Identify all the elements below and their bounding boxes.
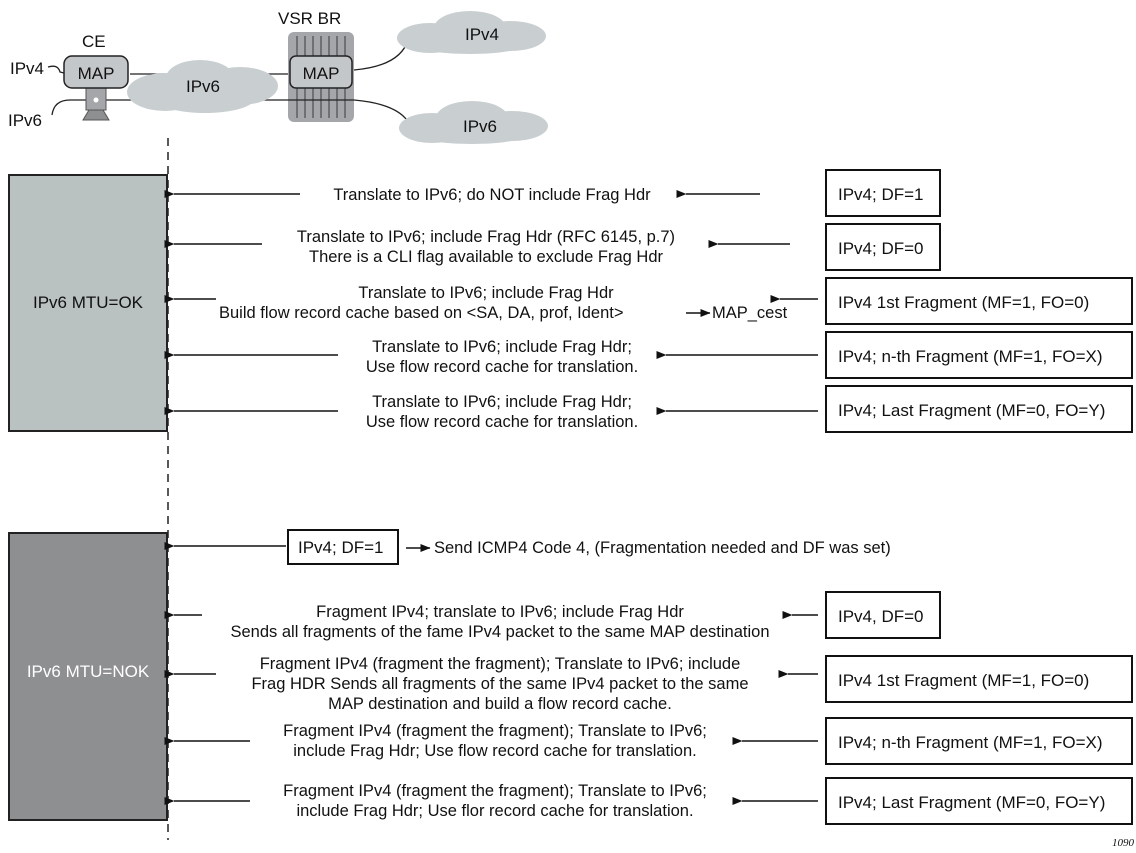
ok-row-first-fragment-message-line1: Translate to IPv6; include Frag Hdr bbox=[358, 284, 614, 302]
nok-row-df1: IPv4; DF=1 Send ICMP4 Code 4, (Fragmenta… bbox=[164, 529, 891, 565]
ok-row-df0-message-line2: There is a CLI flag available to exclude… bbox=[309, 248, 664, 266]
ok-row-nth-fragment-message-line2: Use flow record cache for translation. bbox=[366, 358, 638, 376]
ok-row-last-fragment: Translate to IPv6; include Frag Hdr; Use… bbox=[164, 385, 1133, 433]
ok-row-df0-message-line1: Translate to IPv6; include Frag Hdr (RFC… bbox=[297, 228, 675, 246]
nok-row-df1-message: Send ICMP4 Code 4, (Fragmentation needed… bbox=[434, 539, 891, 557]
ce-device bbox=[63, 55, 129, 121]
nok-row-first-fragment-message-line3: MAP destination and build a flow record … bbox=[328, 695, 672, 713]
ok-row-nth-fragment-input: IPv4; n-th Fragment (MF=1, FO=X) bbox=[838, 347, 1103, 366]
network-topology: IPv6 IPv4 IPv6 CE MAP IPv4 IPv6 VS bbox=[8, 9, 548, 144]
mtu-ok-state-box bbox=[8, 174, 168, 432]
br-to-ipv6-line bbox=[353, 99, 411, 126]
nok-row-df0: Fragment IPv4; translate to IPv6; includ… bbox=[164, 591, 941, 641]
ok-row-last-fragment-message-line2: Use flow record cache for translation. bbox=[366, 413, 638, 431]
nok-row-df0-message-line2: Sends all fragments of the fame IPv4 pac… bbox=[231, 623, 770, 641]
nok-row-last-fragment-message-line2: include Frag Hdr; Use flor record cache … bbox=[296, 802, 693, 820]
ce-label: CE bbox=[82, 32, 106, 51]
left-ipv6-label: IPv6 bbox=[8, 111, 42, 130]
ok-row-nth-fragment: Translate to IPv6; include Frag Hdr; Use… bbox=[164, 331, 1133, 379]
figure-id: 1090 bbox=[1112, 837, 1135, 848]
ipv4-access-line bbox=[47, 65, 65, 74]
cloud-ipv4-top bbox=[397, 11, 546, 54]
ok-row-last-fragment-message-line1: Translate to IPv6; include Frag Hdr; bbox=[372, 393, 632, 411]
ok-row-first-fragment-target: MAP_cest bbox=[712, 304, 788, 322]
ok-row-last-fragment-input: IPv4; Last Fragment (MF=0, FO=Y) bbox=[838, 401, 1105, 420]
nok-row-df1-inline-input: IPv4; DF=1 bbox=[298, 538, 384, 557]
section-mtu-nok: IPv6 MTU=NOK IPv4; DF=1 Send ICMP4 Code … bbox=[8, 529, 1133, 825]
mtu-nok-state-label: IPv6 MTU=NOK bbox=[27, 662, 150, 681]
nok-row-last-fragment-message-line1: Fragment IPv4 (fragment the fragment); T… bbox=[283, 782, 707, 800]
cloud-ipv6-middle bbox=[127, 60, 278, 113]
vsr-br-router bbox=[288, 32, 354, 122]
nok-row-df0-message-line1: Fragment IPv4; translate to IPv6; includ… bbox=[316, 603, 684, 621]
ok-row-df1-input: IPv4; DF=1 bbox=[838, 185, 924, 204]
cloud-ipv6-bottom bbox=[399, 101, 548, 144]
ce-map-label: MAP bbox=[78, 64, 115, 83]
ok-row-df1: Translate to IPv6; do NOT include Frag H… bbox=[164, 169, 941, 217]
cloud-mid-label: IPv6 bbox=[186, 77, 220, 96]
mtu-ok-state-label: IPv6 MTU=OK bbox=[33, 293, 144, 312]
ok-row-first-fragment-message-line2: Build flow record cache based on <SA, DA… bbox=[219, 304, 623, 322]
br-to-ipv4-line bbox=[353, 39, 409, 71]
ipv6-access-line bbox=[51, 99, 290, 116]
cloud-top-label: IPv4 bbox=[465, 25, 499, 44]
ok-row-df0: Translate to IPv6; include Frag Hdr (RFC… bbox=[164, 223, 941, 271]
mtu-nok-state-box bbox=[8, 532, 168, 821]
left-ipv4-label: IPv4 bbox=[10, 59, 44, 78]
nok-row-df0-input: IPv4, DF=0 bbox=[838, 607, 924, 626]
section-mtu-ok: IPv6 MTU=OK Translate to IPv6; do NOT in… bbox=[8, 169, 1133, 433]
ok-row-first-fragment-input: IPv4 1st Fragment (MF=1, FO=0) bbox=[838, 293, 1089, 312]
nok-row-nth-fragment: Fragment IPv4 (fragment the fragment); T… bbox=[164, 717, 1133, 765]
nok-row-first-fragment-input: IPv4 1st Fragment (MF=1, FO=0) bbox=[838, 671, 1089, 690]
nok-row-first-fragment-message-line1: Fragment IPv4 (fragment the fragment); T… bbox=[260, 655, 741, 673]
ok-row-nth-fragment-message-line1: Translate to IPv6; include Frag Hdr; bbox=[372, 338, 632, 356]
br-label: VSR BR bbox=[278, 9, 341, 28]
ok-row-df0-input: IPv4; DF=0 bbox=[838, 239, 924, 258]
nok-row-first-fragment: Fragment IPv4 (fragment the fragment); T… bbox=[164, 655, 1133, 713]
cloud-bottom-label: IPv6 bbox=[463, 117, 497, 136]
ok-row-df1-message: Translate to IPv6; do NOT include Frag H… bbox=[333, 186, 651, 204]
ok-row-first-fragment: Translate to IPv6; include Frag Hdr Buil… bbox=[164, 277, 1133, 325]
nok-row-nth-fragment-message-line1: Fragment IPv4 (fragment the fragment); T… bbox=[283, 722, 707, 740]
nok-row-last-fragment: Fragment IPv4 (fragment the fragment); T… bbox=[164, 777, 1133, 825]
nok-row-last-fragment-input: IPv4; Last Fragment (MF=0, FO=Y) bbox=[838, 793, 1105, 812]
nok-row-first-fragment-message-line2: Frag HDR Sends all fragments of the same… bbox=[251, 675, 748, 693]
br-map-label: MAP bbox=[303, 64, 340, 83]
nok-row-nth-fragment-input: IPv4; n-th Fragment (MF=1, FO=X) bbox=[838, 733, 1103, 752]
nok-row-nth-fragment-message-line2: include Frag Hdr; Use flow record cache … bbox=[293, 742, 697, 760]
